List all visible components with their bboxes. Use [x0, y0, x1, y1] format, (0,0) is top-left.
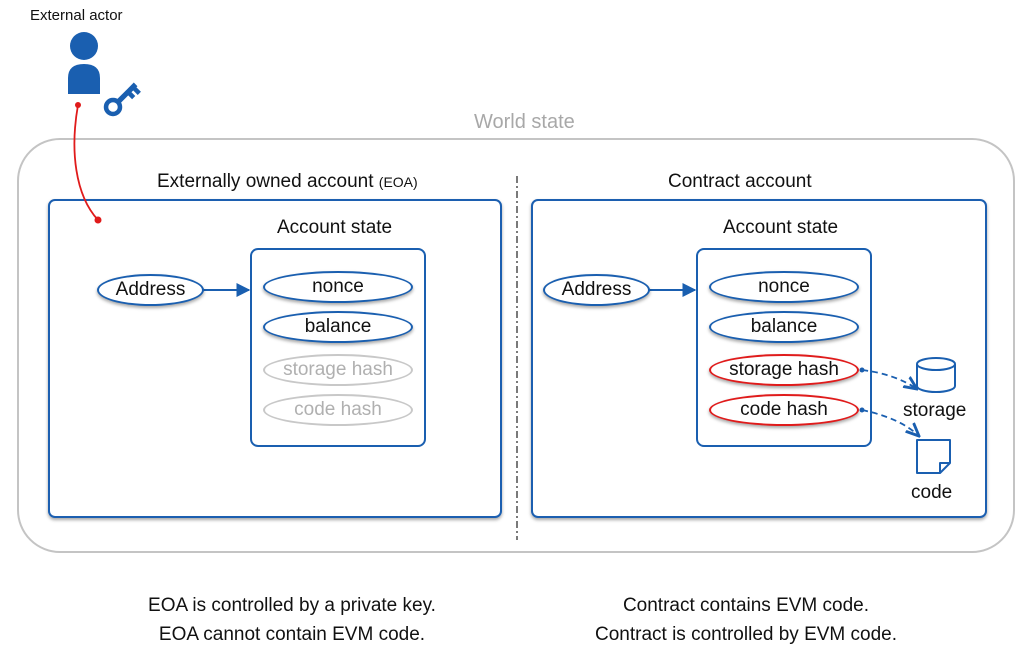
contract-title: Contract account [668, 171, 812, 192]
eoa-code-hash-field: code hash [263, 394, 413, 426]
eoa-title: Externally owned account (EOA) [157, 171, 418, 193]
storage-label: storage [903, 400, 967, 421]
eoa-storage-hash-field: storage hash [263, 354, 413, 386]
contract-balance-field: balance [709, 311, 859, 343]
person-icon [68, 32, 100, 94]
contract-storage-hash-field: storage hash [709, 354, 859, 386]
actor-link-end-dot [94, 216, 102, 224]
actor-link-start-dot [75, 102, 81, 108]
storage-icon [916, 357, 956, 393]
storage-hash-arrow [861, 369, 917, 389]
eoa-caption: EOA is controlled by a private key. EOA … [92, 595, 492, 646]
eoa-title-text: Externally owned account [157, 171, 374, 192]
eoa-nonce-field: nonce [263, 271, 413, 303]
eoa-caption-line2: EOA cannot contain EVM code. [158, 624, 426, 645]
eoa-state-title: Account state [277, 217, 393, 238]
external-actor-label: External actor [30, 7, 123, 24]
code-file-icon [916, 439, 951, 474]
code-hash-dot [859, 407, 865, 413]
code-label: code [911, 482, 953, 503]
contract-nonce-field: nonce [709, 271, 859, 303]
actor-control-link [73, 104, 99, 221]
contract-code-hash-field: code hash [709, 394, 859, 426]
contract-caption-line2: Contract is controlled by EVM code. [594, 624, 898, 645]
contract-state-title: Account state [723, 217, 839, 238]
contract-address-node: Address [543, 274, 650, 306]
contract-caption-line1: Contract contains EVM code. [622, 595, 870, 616]
eoa-title-suffix: (EOA) [378, 174, 418, 190]
storage-hash-dot [859, 367, 865, 373]
eoa-address-node: Address [97, 274, 204, 306]
eoa-caption-line1: EOA is controlled by a private key. [148, 595, 436, 616]
eoa-balance-field: balance [263, 311, 413, 343]
code-hash-arrow [861, 409, 919, 436]
contract-caption: Contract contains EVM code. Contract is … [546, 595, 946, 646]
world-state-label: World state [474, 111, 575, 133]
key-icon [103, 82, 141, 117]
